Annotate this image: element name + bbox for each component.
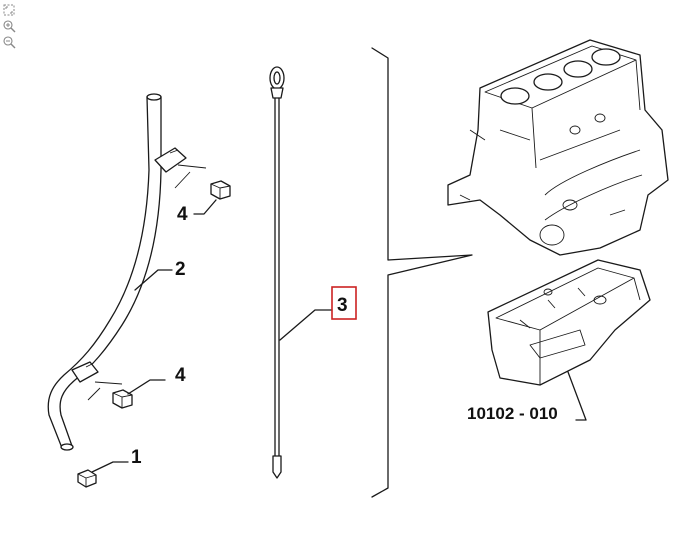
zoom-in-icon[interactable] [2,19,16,33]
zoom-out-icon[interactable] [2,35,16,49]
leader-line-2 [134,269,173,291]
bolt-lower[interactable] [112,389,133,409]
callout-part-4-lower[interactable]: 4 [175,365,186,386]
callout-part-3-highlight [331,286,357,320]
callout-part-1[interactable]: 1 [131,447,142,468]
callout-reference-number[interactable]: 10102 - 010 [467,404,558,423]
callout-part-2[interactable]: 2 [175,259,186,280]
oil-sump-drawing [487,259,651,386]
zoom-toolbar [2,3,18,51]
assembly-bracket [371,47,473,498]
leader-line-4-lower [127,379,166,395]
leader-line-3 [279,309,333,341]
dipstick-guide-tube[interactable] [47,93,207,451]
bolt-upper[interactable] [210,180,231,200]
callout-part-3[interactable]: 3 [337,295,348,316]
seal-ring[interactable] [77,469,97,488]
dipstick[interactable] [269,66,285,479]
engine-block-drawing [447,39,669,256]
leader-line-ref [567,371,587,421]
fit-to-screen-icon[interactable] [2,3,16,17]
callout-part-4-upper[interactable]: 4 [177,204,188,225]
leader-line-4-upper [193,199,217,215]
leader-line-1 [91,461,129,473]
